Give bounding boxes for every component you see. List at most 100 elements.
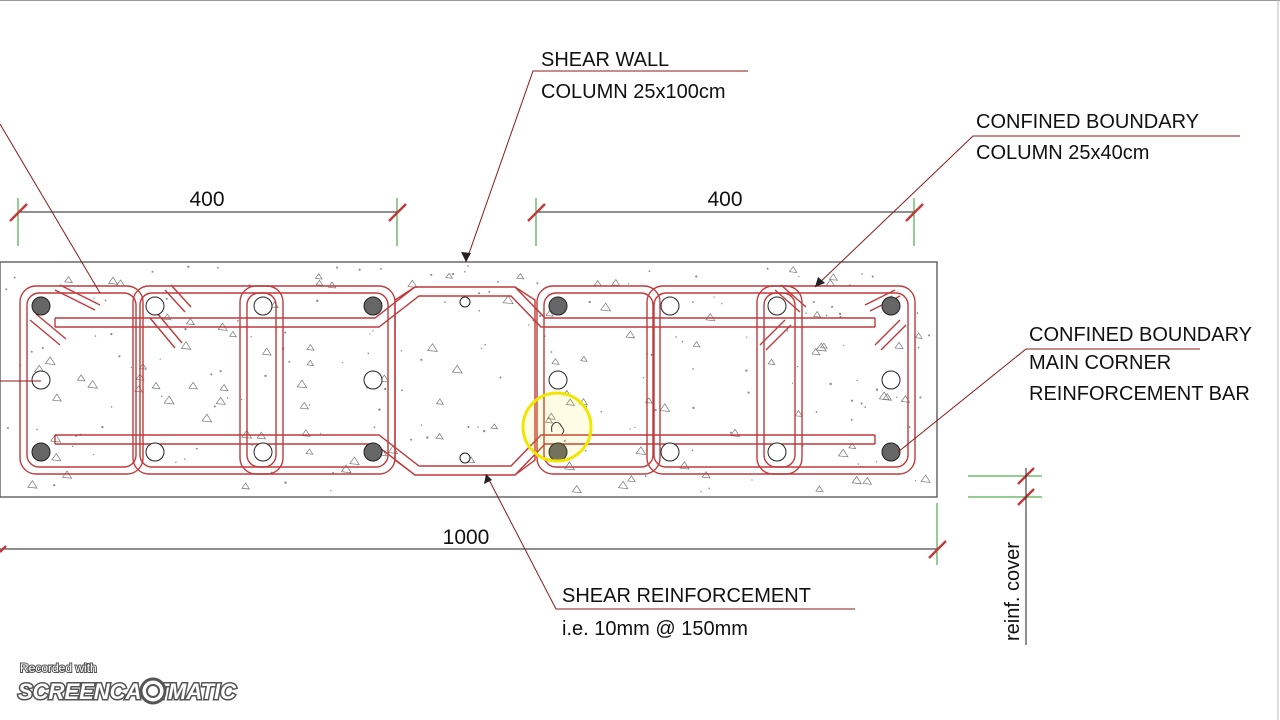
aggregate-mark — [369, 333, 371, 335]
aggregate-mark — [316, 299, 319, 303]
aggregate-mark — [110, 406, 113, 408]
aggregate-mark — [544, 416, 554, 424]
cursor-highlight — [521, 391, 593, 463]
aggregate-mark — [815, 410, 818, 413]
aggregate-mark — [93, 453, 95, 456]
aggregate-mark — [217, 266, 219, 269]
dim-right-value: 400 — [707, 188, 742, 211]
aggregate-mark — [635, 446, 647, 455]
leader-confined-col — [814, 135, 1240, 288]
aggregate-mark — [108, 276, 119, 285]
aggregate-mark — [188, 381, 199, 390]
bottom-tie-outer — [55, 434, 875, 467]
aggregate-mark — [634, 426, 636, 429]
aggregate-mark — [488, 290, 491, 293]
aggregate-mark — [914, 332, 923, 339]
hoop-right-inner — [763, 292, 909, 468]
aggregate-mark — [862, 476, 873, 485]
corner-bars — [31, 296, 901, 462]
aggregate-mark — [483, 430, 486, 433]
aggregate-mark — [372, 330, 374, 332]
bar — [767, 296, 787, 316]
aggregate-mark — [284, 331, 287, 334]
aggregate-mark — [700, 491, 702, 493]
aggregate-mark — [751, 479, 753, 481]
aggregate-mark — [36, 428, 38, 431]
aggregate-mark — [600, 302, 612, 312]
aggregate-mark — [163, 313, 172, 321]
web-left-vertical — [394, 286, 416, 476]
aggregate-mark — [400, 350, 403, 352]
aggregate-mark — [477, 426, 479, 428]
aggregate-mark — [201, 413, 213, 423]
aggregate-mark — [679, 461, 690, 470]
corner-bar-br-left — [363, 442, 383, 462]
aggregate-mark — [571, 484, 582, 494]
aggregate-mark — [811, 347, 821, 356]
aggregate-mark — [264, 374, 267, 378]
aggregate-mark — [306, 343, 315, 351]
aggregate-mark — [766, 267, 769, 270]
aggregate-mark — [721, 302, 723, 305]
aggregate-mark — [213, 405, 216, 408]
aggregate-mark — [914, 479, 917, 482]
aggregate-mark — [692, 406, 695, 410]
aggregate-mark — [420, 358, 423, 361]
aggregate-mark — [151, 381, 161, 390]
tick — [388, 203, 407, 222]
aggregate-mark — [917, 346, 920, 349]
aggregate-mark — [308, 404, 311, 406]
aggregate-mark — [358, 268, 361, 271]
aggregate-mark — [650, 353, 653, 356]
aggregate-mark — [642, 376, 645, 379]
aggregate-mark — [767, 358, 776, 365]
aggregate-mark — [629, 428, 631, 430]
label-confined-col-1: CONFINED BOUNDARY — [976, 111, 1199, 133]
aggregate-mark — [546, 412, 556, 420]
aggregate-mark — [600, 410, 603, 413]
tick — [905, 203, 924, 222]
aggregate-mark — [747, 391, 750, 394]
aggregate-mark — [420, 424, 423, 426]
aggregate-mark — [857, 463, 860, 465]
bar — [660, 442, 680, 462]
corner-bar-tr-left — [363, 296, 383, 316]
aggregate-mark — [920, 474, 931, 483]
aggregate-mark — [427, 343, 438, 352]
aggregate-mark — [745, 369, 748, 372]
bottom-tie-inner — [55, 443, 875, 476]
aggregate-mark — [6, 427, 9, 430]
aggregate-mark — [118, 355, 121, 358]
label-reinf-cover: reinf. cover — [1002, 542, 1024, 641]
aggregate-mark — [330, 489, 332, 492]
aggregate-mark — [13, 276, 16, 279]
aggregate-mark — [796, 365, 799, 368]
aggregate-mark — [367, 352, 370, 355]
aggregate-mark — [241, 482, 251, 490]
bar — [253, 442, 273, 462]
aggregate-mark — [713, 296, 715, 298]
label-corner-bar-1: CONFINED BOUNDARY — [1029, 324, 1252, 346]
aggregate-mark — [829, 382, 832, 386]
aggregate-mark — [299, 401, 310, 410]
web-bar-bottom — [459, 452, 471, 464]
aggregate-mark — [314, 273, 323, 280]
aggregate-mark — [563, 461, 576, 471]
leader-lines — [0, 70, 1240, 610]
aggregate-mark — [284, 481, 287, 484]
aggregate-mark — [185, 317, 196, 326]
tick — [9, 203, 28, 222]
hook-left-d — [164, 284, 192, 313]
aggregate-mark — [104, 299, 107, 302]
hoop-left-mid-inner — [139, 292, 277, 468]
aggregate-mark — [563, 439, 566, 442]
aggregate-mark — [644, 475, 647, 478]
hoop-left-mid-outer — [132, 285, 284, 475]
aggregate-mark — [588, 300, 591, 304]
aggregate-mark — [101, 426, 104, 429]
hoop-right-outer — [756, 285, 916, 475]
aggregate-mark — [625, 330, 636, 339]
aggregate-mark — [5, 288, 8, 291]
aggregate-mark — [373, 426, 376, 429]
